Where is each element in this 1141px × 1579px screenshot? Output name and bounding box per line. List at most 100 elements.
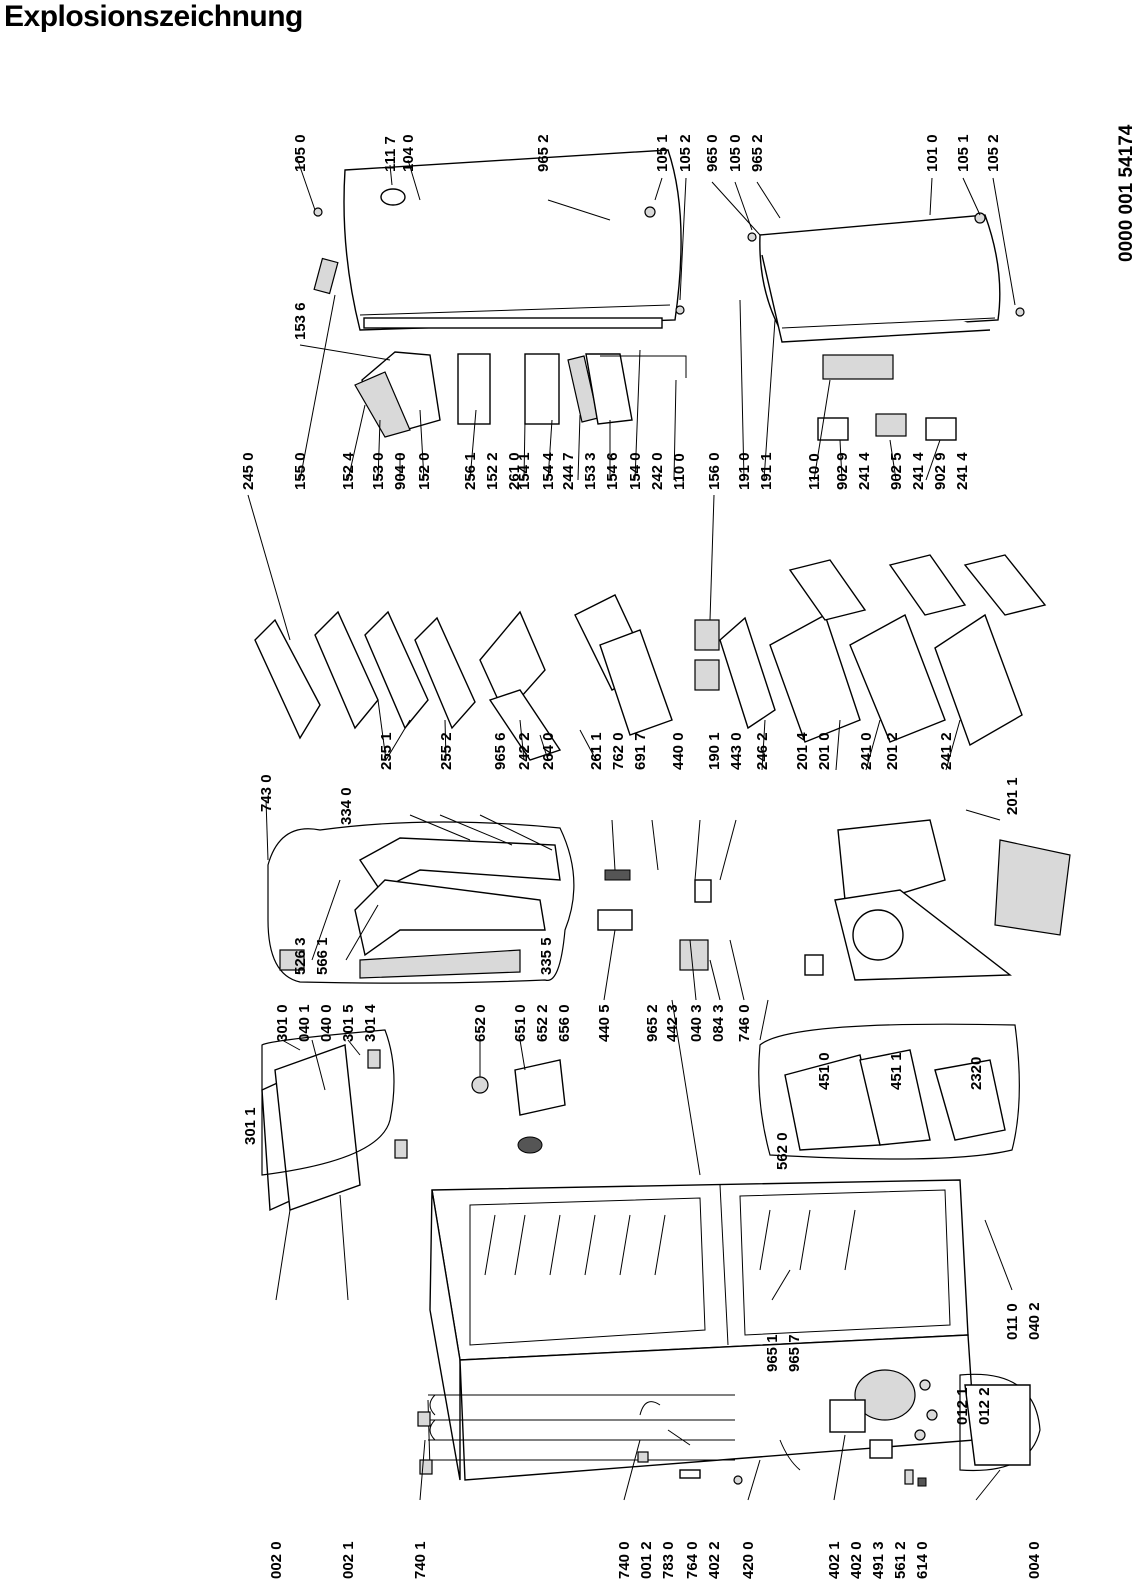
callout-0402-b: 040 2 bbox=[1026, 1302, 1043, 1340]
callout-2320: 2320 bbox=[968, 1057, 985, 1090]
callout-1100-b: 110 0 bbox=[806, 453, 823, 490]
callout-4200: 420 0 bbox=[740, 1541, 757, 1579]
leader-lines bbox=[247, 157, 1016, 1501]
page-title: Explosionszeichnung bbox=[4, 0, 303, 33]
callout-2010: 201 0 bbox=[816, 732, 833, 770]
callout-2447: 244 7 bbox=[560, 452, 577, 490]
callout-5263: 526 3 bbox=[292, 937, 309, 975]
callout-2462: 246 2 bbox=[754, 732, 771, 770]
callout-1051-a: 105 1 bbox=[654, 134, 671, 172]
callout-4021: 402 1 bbox=[826, 1541, 843, 1579]
callout-2014: 201 4 bbox=[794, 732, 811, 770]
callout-2412: 241 2 bbox=[938, 732, 955, 770]
callout-0012: 001 2 bbox=[638, 1541, 655, 1579]
compressor bbox=[829, 1369, 938, 1459]
callout-1050-top: 105 0 bbox=[292, 134, 309, 172]
callout-6510: 651 0 bbox=[512, 1004, 529, 1042]
callout-1544: 154 4 bbox=[540, 452, 557, 490]
glass-shelves bbox=[254, 610, 562, 761]
callout-4022: 402 2 bbox=[706, 1541, 723, 1579]
interior-liner-group bbox=[267, 821, 575, 984]
callout-9029-a: 902 9 bbox=[834, 452, 851, 490]
callout-3015: 301 5 bbox=[340, 1004, 357, 1042]
callout-3355: 335 5 bbox=[538, 937, 555, 975]
callout-6560: 656 0 bbox=[556, 1004, 573, 1042]
callout-2012: 201 2 bbox=[884, 732, 901, 770]
document-number-group: 0000 001 54174 bbox=[1116, 124, 1137, 262]
callout-4423: 442 3 bbox=[664, 1004, 681, 1042]
callout-5620: 562 0 bbox=[774, 1132, 791, 1170]
callout-1910: 191 0 bbox=[736, 452, 753, 490]
small-components bbox=[637, 1401, 927, 1487]
callout-2552: 255 2 bbox=[438, 732, 455, 770]
callout-4913: 491 3 bbox=[870, 1541, 887, 1579]
callout-1520: 152 0 bbox=[416, 452, 433, 490]
callout-1536: 153 6 bbox=[292, 302, 309, 340]
callout-1100-a: 110 0 bbox=[671, 453, 688, 490]
callout-1546: 154 6 bbox=[604, 452, 621, 490]
callout-0021: 002 1 bbox=[340, 1541, 357, 1579]
top-cover-group bbox=[261, 1029, 408, 1212]
callout-1550: 155 0 bbox=[292, 452, 309, 490]
callout-2011: 201 1 bbox=[1004, 777, 1021, 815]
callout-2611: 261 1 bbox=[588, 732, 605, 770]
callout-5612: 561 2 bbox=[892, 1541, 909, 1579]
freezer-baskets bbox=[694, 554, 1047, 747]
control-module bbox=[597, 869, 712, 971]
callout-2640: 264 0 bbox=[540, 732, 557, 770]
callout-1010: 101 0 bbox=[924, 134, 941, 172]
callout-7400: 740 0 bbox=[616, 1541, 633, 1579]
callout-1524: 152 4 bbox=[340, 452, 357, 490]
evaporator-box bbox=[758, 1023, 1020, 1160]
callout-1911: 191 1 bbox=[758, 452, 775, 490]
callout-1901: 190 1 bbox=[706, 732, 723, 770]
callout-1052-b: 105 2 bbox=[985, 134, 1002, 172]
callout-3340: 334 0 bbox=[338, 787, 355, 825]
callout-1560: 156 0 bbox=[706, 452, 723, 490]
callout-1051-b: 105 1 bbox=[955, 134, 972, 172]
callout-7460: 746 0 bbox=[736, 1004, 753, 1042]
callout-4405: 440 5 bbox=[596, 1004, 613, 1042]
callout-9652-b: 965 2 bbox=[749, 134, 766, 172]
callout-1541: 154 1 bbox=[516, 452, 533, 490]
callout-2551: 255 1 bbox=[378, 732, 395, 770]
callout-9029-b: 902 9 bbox=[932, 452, 949, 490]
callout-7401: 740 1 bbox=[412, 1541, 429, 1579]
freezer-door-lower bbox=[747, 212, 1025, 343]
callout-6522: 652 2 bbox=[534, 1004, 551, 1042]
callout-4510: 451 0 bbox=[816, 1052, 833, 1090]
callout-0020: 002 0 bbox=[268, 1541, 285, 1579]
cabinet-body bbox=[429, 1179, 976, 1481]
callout-1522: 152 2 bbox=[484, 452, 501, 490]
callout-9650: 965 0 bbox=[704, 134, 721, 172]
callout-2414-b: 241 4 bbox=[910, 452, 927, 490]
callout-1117: 111 7 bbox=[382, 136, 399, 172]
callout-0110: 011 0 bbox=[1004, 1303, 1021, 1340]
callout-7640: 764 0 bbox=[684, 1541, 701, 1579]
callout-5661: 566 1 bbox=[314, 937, 331, 975]
callout-1533: 153 3 bbox=[582, 452, 599, 490]
callout-1530: 153 0 bbox=[370, 452, 387, 490]
callout-2610: 261 0 bbox=[506, 452, 523, 490]
fan-housing bbox=[804, 819, 1071, 981]
callout-3014: 301 4 bbox=[362, 1004, 379, 1042]
callout-2410: 241 0 bbox=[858, 732, 875, 770]
callout-7830: 783 0 bbox=[660, 1541, 677, 1579]
callout-6520: 652 0 bbox=[472, 1004, 489, 1042]
callout-2414-c: 241 4 bbox=[954, 452, 971, 490]
callout-2450: 245 0 bbox=[240, 452, 257, 490]
callout-9040: 904 0 bbox=[392, 452, 409, 490]
callout-0400: 040 0 bbox=[318, 1004, 335, 1042]
callout-9025: 902 5 bbox=[888, 452, 905, 490]
callout-2414-a: 241 4 bbox=[856, 452, 873, 490]
callout-1540: 154 0 bbox=[627, 452, 644, 490]
callout-3010: 301 0 bbox=[274, 1004, 291, 1042]
callout-7620: 762 0 bbox=[610, 732, 627, 770]
callout-4430: 443 0 bbox=[728, 732, 745, 770]
callout-6140: 614 0 bbox=[914, 1541, 931, 1579]
callout-1040: 104 0 bbox=[400, 134, 417, 172]
callout-0122: 012 2 bbox=[976, 1387, 993, 1425]
crisper-drawers bbox=[574, 594, 673, 736]
